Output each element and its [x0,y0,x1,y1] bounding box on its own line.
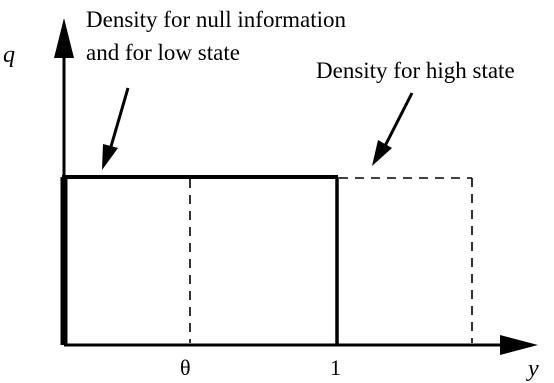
y-axis-label: q [3,42,15,68]
high-density-pointer-shaft [382,92,414,149]
x-axis-label: y [526,356,539,382]
null-density-label-line1: Density for null information [86,7,346,32]
null-density-label-line2: and for low state [86,40,240,65]
high-density-pointer-head [372,140,392,166]
high-density-label: Density for high state [316,58,515,83]
y-axis-arrowhead [54,18,74,58]
one-tick-label: 1 [330,355,341,380]
null-density-pointer-head [102,144,118,170]
x-axis-arrowhead [500,335,538,355]
null-density-pointer-shaft [108,87,130,151]
theta-tick-label: θ [180,355,191,380]
